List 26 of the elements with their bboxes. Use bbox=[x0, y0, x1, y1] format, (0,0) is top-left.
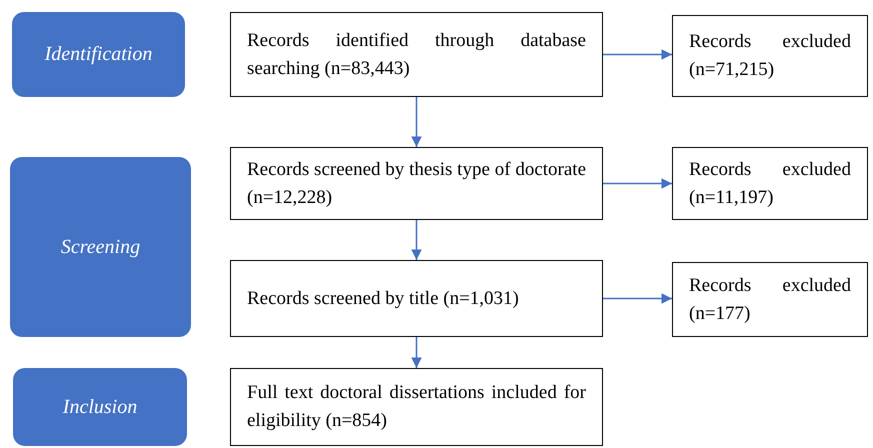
process-box bbox=[230, 368, 603, 446]
box-text: Full text doctoral dissertations included for eligibility (n=854) bbox=[247, 381, 586, 433]
arrow bbox=[603, 293, 672, 304]
box-text: Screening bbox=[60, 236, 140, 258]
box-text: Records excluded (n=71,215) bbox=[689, 30, 851, 82]
process-box bbox=[230, 260, 603, 337]
arrow bbox=[603, 49, 672, 60]
process-box bbox=[230, 147, 603, 220]
box-text: Records excluded (n=11,197) bbox=[689, 158, 851, 210]
box-text: Records screened by thesis type of doctorate (n=12,228) bbox=[247, 158, 586, 210]
box-text: Identification bbox=[44, 43, 152, 66]
process-box bbox=[672, 262, 868, 337]
process-box bbox=[672, 15, 868, 97]
process-box bbox=[230, 12, 603, 97]
stage-label-box bbox=[10, 157, 191, 337]
arrow bbox=[411, 220, 422, 260]
stage-label-box bbox=[13, 368, 187, 446]
box-text: Inclusion bbox=[62, 396, 138, 418]
arrow bbox=[411, 337, 422, 368]
box-text: Records identified through database searching (n=83,443) bbox=[247, 28, 586, 80]
process-box bbox=[672, 147, 868, 220]
box-text: Records excluded (n=177) bbox=[689, 274, 851, 326]
arrow bbox=[411, 97, 422, 147]
box-text: Records screened by title (n=1,031) bbox=[247, 286, 520, 311]
arrow bbox=[603, 178, 672, 189]
stage-label-box bbox=[12, 12, 185, 97]
